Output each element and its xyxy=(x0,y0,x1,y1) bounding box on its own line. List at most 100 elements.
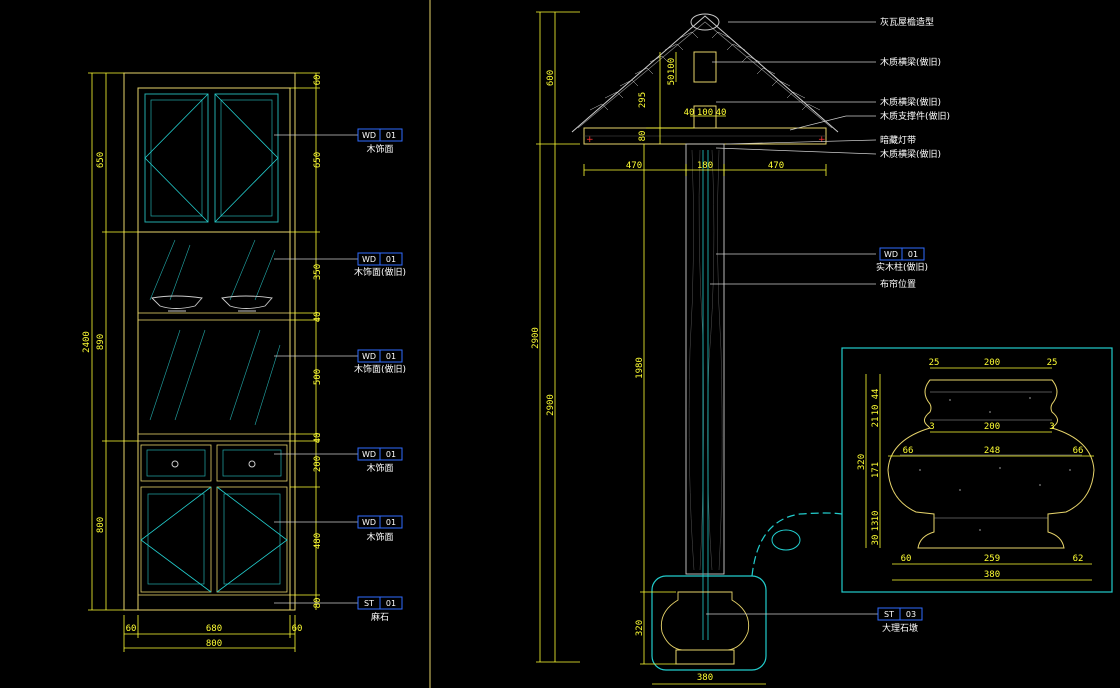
svg-text:WD: WD xyxy=(362,450,376,459)
detail-frame xyxy=(841,347,1113,593)
detail-belly-a: 66 xyxy=(903,446,914,456)
detail-bottom-c: 62 xyxy=(1073,554,1084,564)
detail-top-c: 25 xyxy=(1047,358,1058,368)
material-tag-4: WD 01 木饰面 xyxy=(357,447,403,474)
dim-roof-g: 40 xyxy=(716,108,727,118)
detail-h2: 10 xyxy=(871,405,881,416)
dim-base: 320 xyxy=(635,620,645,636)
tag-label: 实木柱(做旧) xyxy=(876,261,928,273)
svg-text:01: 01 xyxy=(386,518,396,527)
red-mark-left: + xyxy=(586,135,594,145)
svg-text:WD: WD xyxy=(362,255,376,264)
dim-roof-a: 100 xyxy=(667,58,677,74)
dim-beam-left: 470 xyxy=(626,161,642,171)
tag-label: 木饰面(做旧) xyxy=(354,363,406,375)
dim-right-r7: 480 xyxy=(313,533,323,549)
dim-bottom-total: 800 xyxy=(206,639,222,649)
note-roof-eave: 灰瓦屋檐造型 xyxy=(880,16,934,28)
detail-belly-b: 248 xyxy=(984,446,1000,456)
svg-text:03: 03 xyxy=(906,610,916,619)
dim-upper-sub: 650 xyxy=(96,152,106,168)
stone-base-detail: 25 200 25 3 200 3 66 248 66 60 259 62 38… xyxy=(841,347,1113,593)
tag-label: 木饰面 xyxy=(366,531,393,543)
column-elevation: + + xyxy=(531,11,878,685)
dim-right-r6: 200 xyxy=(313,456,323,472)
dim-total-b: 2900 xyxy=(546,394,556,416)
svg-text:ST: ST xyxy=(884,610,894,619)
dim-bottom-left: 60 xyxy=(126,624,137,634)
note-beam-2: 木质横梁(做旧) xyxy=(880,96,941,108)
detail-mid-b: 200 xyxy=(984,422,1000,432)
material-tag-1: WD 01 木饰面 xyxy=(357,128,403,155)
svg-text:01: 01 xyxy=(386,450,396,459)
svg-text:ST: ST xyxy=(364,599,374,608)
dim-roof-e: 40 xyxy=(684,108,695,118)
base-material-tag: ST 03 大理石墩 xyxy=(877,607,923,634)
dim-right-r3: 40 xyxy=(313,312,323,323)
detail-mid-a: 3 xyxy=(929,422,934,432)
dim-right-r2: 350 xyxy=(313,264,323,280)
column-shaft xyxy=(685,143,725,575)
shaft-material-tag: WD 01 实木柱(做旧) xyxy=(876,247,928,273)
note-curtain-position: 布帘位置 xyxy=(880,278,916,290)
dim-roof-b: 50 xyxy=(667,75,677,86)
material-tag-6: ST 01 麻石 xyxy=(357,596,403,623)
material-tag-3: WD 01 木饰面(做旧) xyxy=(354,349,406,375)
detail-total-height: 320 xyxy=(857,454,867,470)
dim-beam-middle: 180 xyxy=(697,161,713,171)
detail-k2: 13 xyxy=(871,521,881,532)
dim-beam-right: 470 xyxy=(768,161,784,171)
tag-label: 大理石墩 xyxy=(882,622,918,634)
dim-bottom-middle: 680 xyxy=(206,624,222,634)
dim-upper-height: 890 xyxy=(96,334,106,350)
svg-text:01: 01 xyxy=(386,255,396,264)
svg-text:01: 01 xyxy=(908,250,918,259)
base-detail-callout xyxy=(651,575,767,671)
note-light-strip: 暗藏灯带 xyxy=(880,134,916,146)
dim-total-height: 2400 xyxy=(82,331,92,353)
svg-text:01: 01 xyxy=(386,599,396,608)
dim-top: 600 xyxy=(546,70,556,86)
tag-label: 木饰面 xyxy=(366,143,393,155)
detail-total-width: 380 xyxy=(984,570,1000,580)
note-beam-1: 木质横梁(做旧) xyxy=(880,56,941,68)
cabinet-inner-frame xyxy=(137,87,291,611)
detail-k3: 30 xyxy=(871,535,881,546)
material-tag-2: WD 01 木饰面(做旧) xyxy=(354,252,406,278)
svg-text:WD: WD xyxy=(884,250,898,259)
svg-text:WD: WD xyxy=(362,352,376,361)
dim-roof-f: 100 xyxy=(697,108,713,118)
detail-k1: 10 xyxy=(871,511,881,522)
detail-belly-height: 171 xyxy=(871,462,881,478)
detail-belly-c: 66 xyxy=(1073,446,1084,456)
tag-label: 木饰面(做旧) xyxy=(354,266,406,278)
detail-top-a: 25 xyxy=(929,358,940,368)
svg-text:01: 01 xyxy=(386,352,396,361)
note-beam-3: 木质横梁(做旧) xyxy=(880,148,941,160)
dim-right-top: 60 xyxy=(313,75,323,86)
detail-top-b: 200 xyxy=(984,358,1000,368)
material-tag-5: WD 01 木饰面 xyxy=(357,515,403,543)
tag-label: 木饰面 xyxy=(366,462,393,474)
detail-h1: 44 xyxy=(871,389,881,400)
detail-mid-c: 3 xyxy=(1049,422,1054,432)
cabinet-elevation: 2400 890 650 800 60 650 350 40 500 40 20… xyxy=(82,72,358,652)
dim-lower-height: 800 xyxy=(96,517,106,533)
dim-right-r4: 500 xyxy=(313,369,323,385)
svg-text:WD: WD xyxy=(362,131,376,140)
detail-bottom-a: 60 xyxy=(901,554,912,564)
dim-right-r5: 40 xyxy=(313,433,323,444)
svg-text:WD: WD xyxy=(362,518,376,527)
red-mark-right: + xyxy=(818,135,826,145)
dim-total-a: 2900 xyxy=(531,327,541,349)
detail-bottom-b: 259 xyxy=(984,554,1000,564)
dim-right-r1: 650 xyxy=(313,152,323,168)
dim-roof-d: 80 xyxy=(638,131,648,142)
note-support: 木质支撑件(做旧) xyxy=(880,110,950,122)
dim-roof-c: 295 xyxy=(638,92,648,108)
dim-column-bottom: 380 xyxy=(697,673,713,683)
tag-label: 麻石 xyxy=(371,611,389,623)
dim-shaft: 1980 xyxy=(635,357,645,379)
detail-h3: 21 xyxy=(871,417,881,428)
dim-bottom-right: 60 xyxy=(292,624,303,634)
